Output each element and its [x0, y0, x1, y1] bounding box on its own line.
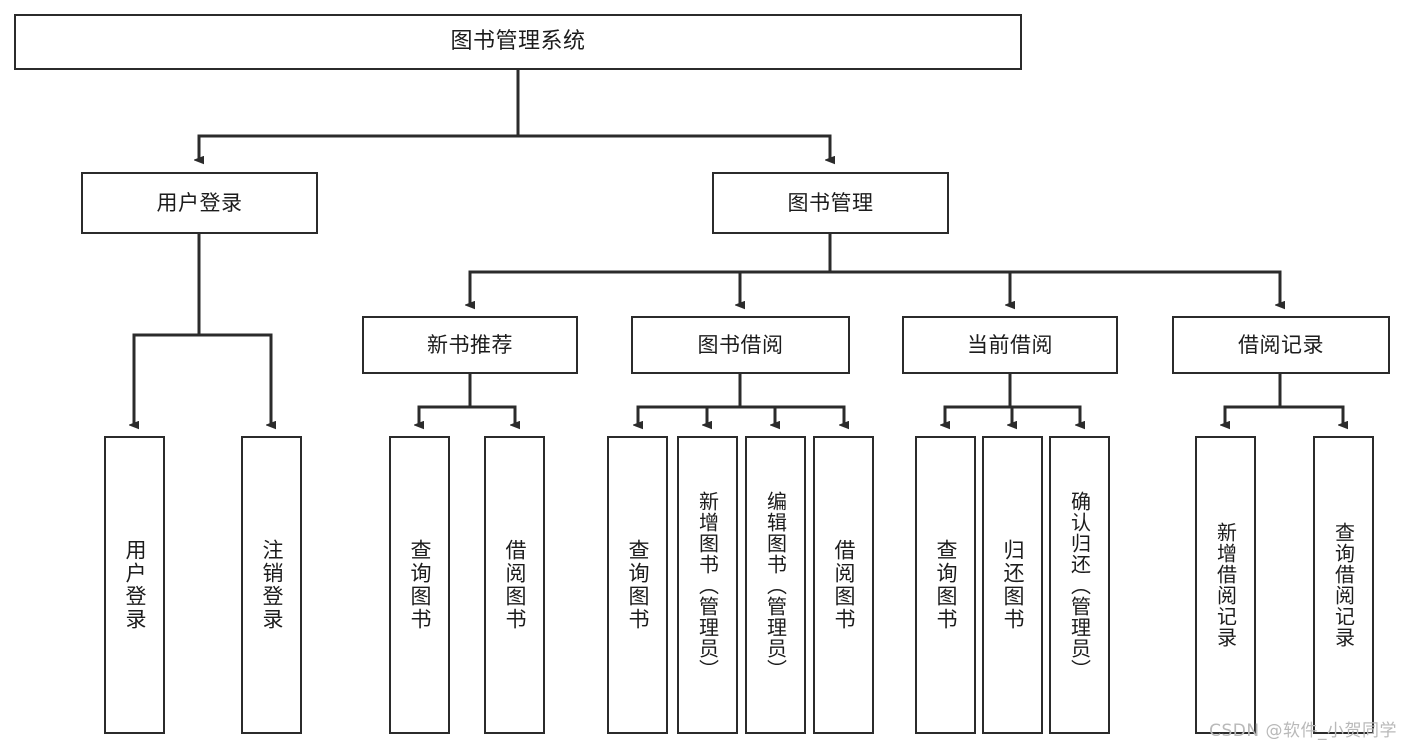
node-label: 用户登录 [156, 190, 243, 215]
node-label: 查询借阅记录 [1331, 522, 1356, 648]
leaf-user-login-login[interactable]: 用户登录 [104, 436, 165, 734]
node-label: 编辑图书（管理员） [763, 490, 788, 680]
node-label: 借阅记录 [1238, 332, 1324, 357]
leaf-new-book-borrow-book[interactable]: 借阅图书 [484, 436, 545, 734]
node-label: 查询图书 [626, 539, 651, 631]
node-borrow-records[interactable]: 借阅记录 [1172, 316, 1390, 374]
leaf-borrow-records-add-record[interactable]: 新增借阅记录 [1195, 436, 1256, 734]
leaf-book-borrow-borrow-book[interactable]: 借阅图书 [813, 436, 874, 734]
leaf-current-borrow-confirm-return-admin[interactable]: 确认归还（管理员） [1049, 436, 1110, 734]
node-label: 归还图书 [1001, 539, 1026, 631]
leaf-book-borrow-edit-book-admin[interactable]: 编辑图书（管理员） [745, 436, 806, 734]
node-current-borrow[interactable]: 当前借阅 [902, 316, 1118, 374]
node-new-book-recommend[interactable]: 新书推荐 [362, 316, 578, 374]
node-label: 借阅图书 [832, 539, 857, 631]
node-label: 查询图书 [408, 539, 433, 631]
node-label: 当前借阅 [967, 332, 1053, 357]
node-label: 图书管理 [787, 190, 874, 215]
node-label: 确认归还（管理员） [1067, 490, 1092, 680]
node-user-login[interactable]: 用户登录 [81, 172, 318, 234]
node-label: 新书推荐 [427, 332, 513, 357]
leaf-current-borrow-return-book[interactable]: 归还图书 [982, 436, 1043, 734]
node-label: 查询图书 [934, 539, 959, 631]
leaf-borrow-records-query-record[interactable]: 查询借阅记录 [1313, 436, 1374, 734]
node-root-book-management-system[interactable]: 图书管理系统 [14, 14, 1022, 70]
node-book-management[interactable]: 图书管理 [712, 172, 949, 234]
leaf-book-borrow-query-book[interactable]: 查询图书 [607, 436, 668, 734]
node-book-borrow[interactable]: 图书借阅 [631, 316, 850, 374]
leaf-current-borrow-query-book[interactable]: 查询图书 [915, 436, 976, 734]
leaf-book-borrow-add-book-admin[interactable]: 新增图书（管理员） [677, 436, 738, 734]
node-label: 图书管理系统 [450, 29, 586, 55]
leaf-user-login-logout[interactable]: 注销登录 [241, 436, 302, 734]
node-label: 新增图书（管理员） [695, 490, 720, 680]
node-label: 借阅图书 [503, 539, 528, 631]
leaf-new-book-query-book[interactable]: 查询图书 [389, 436, 450, 734]
node-label: 用户登录 [123, 539, 148, 631]
node-label: 新增借阅记录 [1213, 522, 1238, 648]
node-label: 图书借阅 [697, 332, 784, 357]
node-label: 注销登录 [260, 539, 285, 631]
watermark-text: CSDN @软件_小贺同学 [1209, 721, 1397, 741]
